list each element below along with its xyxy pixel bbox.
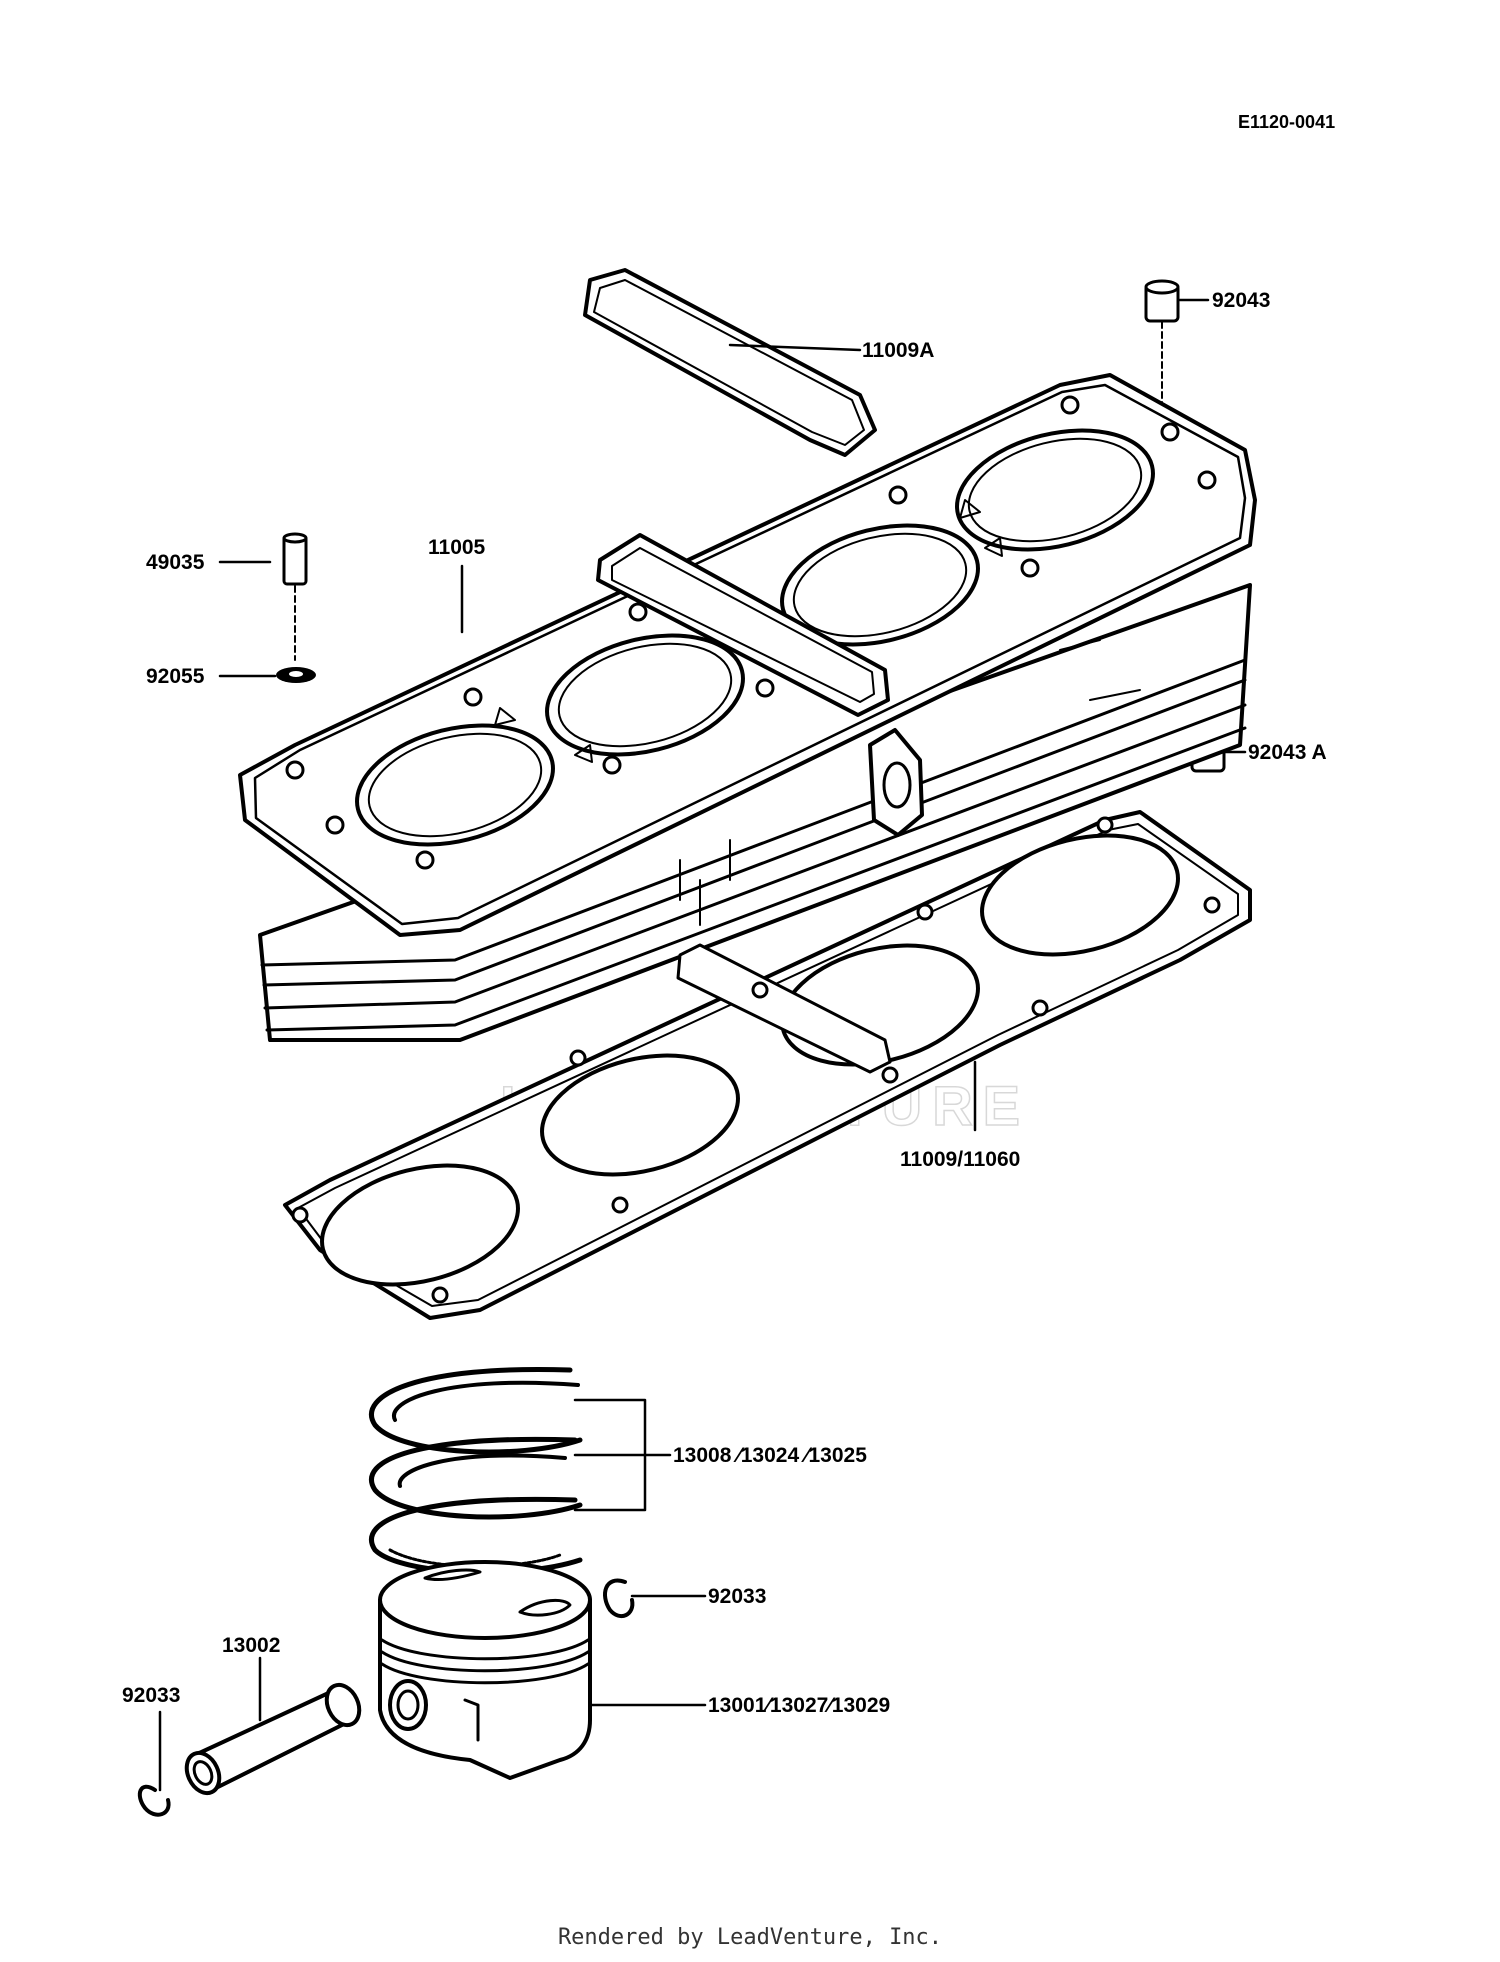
piston-ring-set-part — [369, 1366, 583, 1575]
cylinder-base-gasket-part — [283, 810, 1252, 1320]
cylinder-block-part — [238, 373, 1257, 1042]
callout-92033-left: 92033 — [122, 1684, 180, 1707]
piston-pin-part — [184, 1682, 362, 1796]
piston-part — [378, 1560, 592, 1780]
callout-13002: 13002 — [222, 1634, 280, 1657]
stud-plug-part — [282, 532, 308, 661]
callout-11009a: 11009A — [862, 339, 934, 362]
callout-92055: 92055 — [146, 665, 205, 688]
dowel-pin-part — [1144, 279, 1180, 441]
diagram-reference-code: E1120-0041 — [1238, 112, 1335, 132]
callout-11009-11060: 11009/11060 — [900, 1148, 1020, 1171]
callout-13008-13024-13025: 13008 ⁄13024 ⁄13025 — [673, 1444, 867, 1467]
head-cover-gasket-part — [583, 268, 877, 457]
callout-92043: 92043 — [1212, 289, 1270, 312]
piston-pin-clip-right-part — [603, 1578, 635, 1619]
callout-92043a: 92043 A — [1248, 741, 1327, 764]
footer-credit: Rendered by LeadVenture, Inc. — [557, 1925, 943, 1950]
piston-pin-clip-left-part — [137, 1784, 171, 1817]
leader-lines — [158, 298, 1247, 1792]
callout-13001-13027-13029: 13001⁄13027⁄13029 — [708, 1694, 890, 1717]
callout-11005: 11005 — [428, 536, 486, 559]
callout-92033-right: 92033 — [708, 1585, 766, 1608]
o-ring-part — [276, 667, 316, 683]
callout-49035: 49035 — [146, 551, 205, 574]
